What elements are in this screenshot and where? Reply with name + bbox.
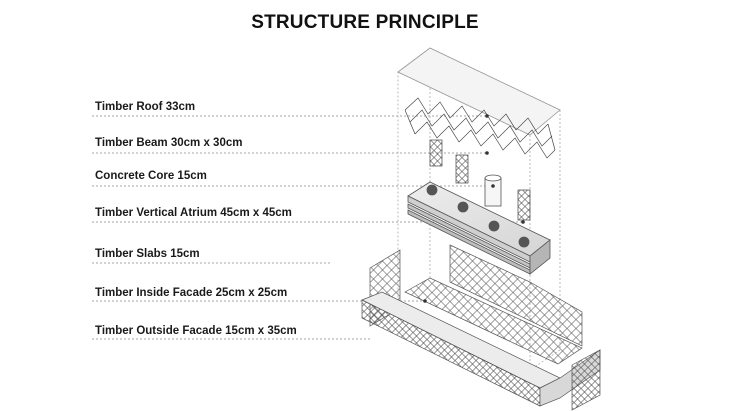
label-outside-facade: Timber Outside Facade 15cm x 35cm: [95, 325, 297, 337]
timber-outside-facade: [361, 291, 601, 411]
label-vertical-atrium: Timber Vertical Atrium 45cm x 45cm: [95, 207, 292, 219]
timber-slabs-stack: [407, 181, 551, 275]
concrete-core: [484, 174, 502, 207]
leader-dots: [423, 114, 525, 303]
timber-beam-truss: [404, 97, 556, 159]
label-inside-facade: Timber Inside Facade 25cm x 25cm: [95, 287, 288, 299]
label-concrete-core: Concrete Core 15cm: [95, 170, 207, 182]
label-timber-roof: Timber Roof 33cm: [95, 101, 196, 113]
timber-roof-shape: [397, 47, 561, 136]
label-timber-slabs: Timber Slabs 15cm: [95, 248, 200, 260]
page-title: STRUCTURE PRINCIPLE: [251, 12, 479, 33]
label-timber-beam: Timber Beam 30cm x 30cm: [95, 137, 243, 149]
vertical-atrium-columns: [429, 139, 531, 221]
